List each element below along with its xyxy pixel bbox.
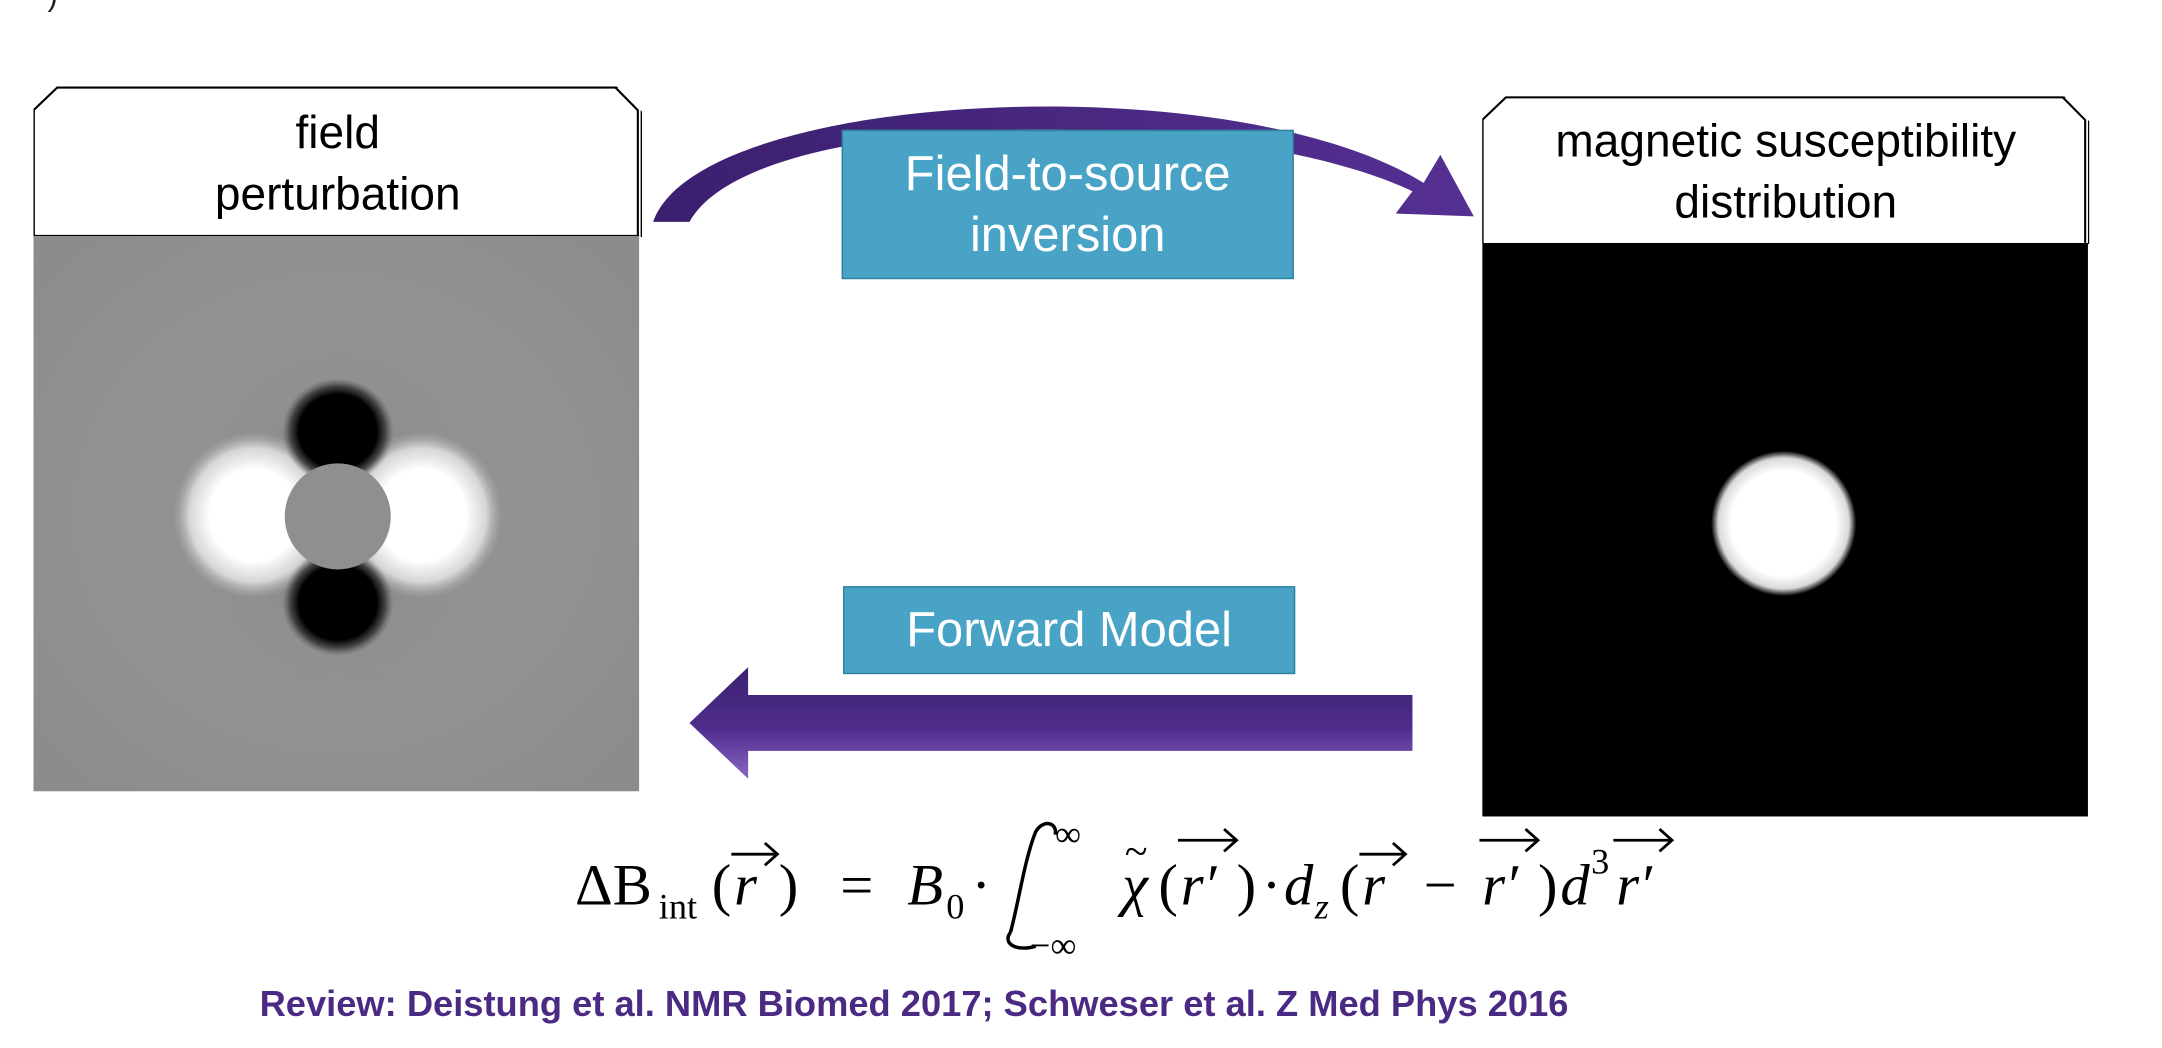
svg-text:): ) — [779, 852, 799, 917]
formula-dz-subscript: z — [1314, 886, 1329, 926]
svg-text:): ) — [1538, 852, 1558, 917]
formula-upper-limit: ∞ — [1055, 818, 1081, 854]
corner-mark: ) — [47, 0, 57, 14]
svg-text:): ) — [1237, 852, 1257, 917]
field-perturbation-title: field perturbation — [33, 87, 642, 238]
formula-int-subscript: int — [659, 886, 697, 926]
susceptibility-title-line2: distribution — [1674, 175, 1898, 227]
formula-minus: − — [1424, 852, 1457, 917]
forward-model-label: Forward Model — [906, 602, 1232, 657]
formula-b0: B — [907, 852, 943, 917]
field-perturbation-image — [33, 235, 640, 792]
formula-r-prime: r′ — [1181, 852, 1218, 917]
formula-b0-subscript: 0 — [946, 886, 964, 926]
formula-d3-superscript: 3 — [1591, 842, 1609, 882]
formula-r-prime-2: r′ — [1482, 852, 1519, 917]
formula-r-prime-3: r′ — [1616, 852, 1653, 917]
formula-chi: χ — [1117, 852, 1149, 917]
susceptibility-title: magnetic susceptibility distribution — [1482, 96, 2089, 244]
svg-text:·: · — [1262, 852, 1282, 917]
citation: Review: Deistung et al. NMR Biomed 2017;… — [259, 982, 1569, 1025]
formula-chi-tilde: ~ — [1125, 829, 1148, 875]
forward-model-box: Forward Model — [843, 586, 1296, 675]
forward-model-formula: ΔB int ( r ) = B 0 · ∞ −∞ χ ~ ( r′ ) · d… — [575, 818, 1675, 957]
svg-text:(: ( — [1340, 852, 1360, 917]
formula-d3: d — [1560, 852, 1590, 917]
svg-text:·: · — [971, 852, 991, 917]
forward-model-arrow — [689, 667, 1413, 779]
formula-r: r — [734, 852, 757, 917]
field-perturbation-title-line2: perturbation — [214, 166, 461, 219]
field-to-source-inversion-box: Field-to-source inversion — [841, 129, 1294, 280]
inversion-line2: inversion — [969, 207, 1166, 262]
formula-delta-b: ΔB — [575, 852, 652, 917]
formula-equals: = — [840, 852, 873, 917]
formula-lower-limit: −∞ — [1030, 925, 1076, 957]
formula-dz: d — [1284, 852, 1314, 917]
susceptibility-title-line1: magnetic susceptibility — [1555, 113, 2017, 166]
susceptibility-image — [1482, 242, 2088, 817]
formula-r-2: r — [1362, 852, 1385, 917]
svg-text:(: ( — [1158, 852, 1178, 917]
inversion-line1: Field-to-source — [904, 145, 1231, 201]
field-perturbation-title-line1: field — [295, 105, 381, 158]
svg-text:(: ( — [712, 852, 732, 917]
